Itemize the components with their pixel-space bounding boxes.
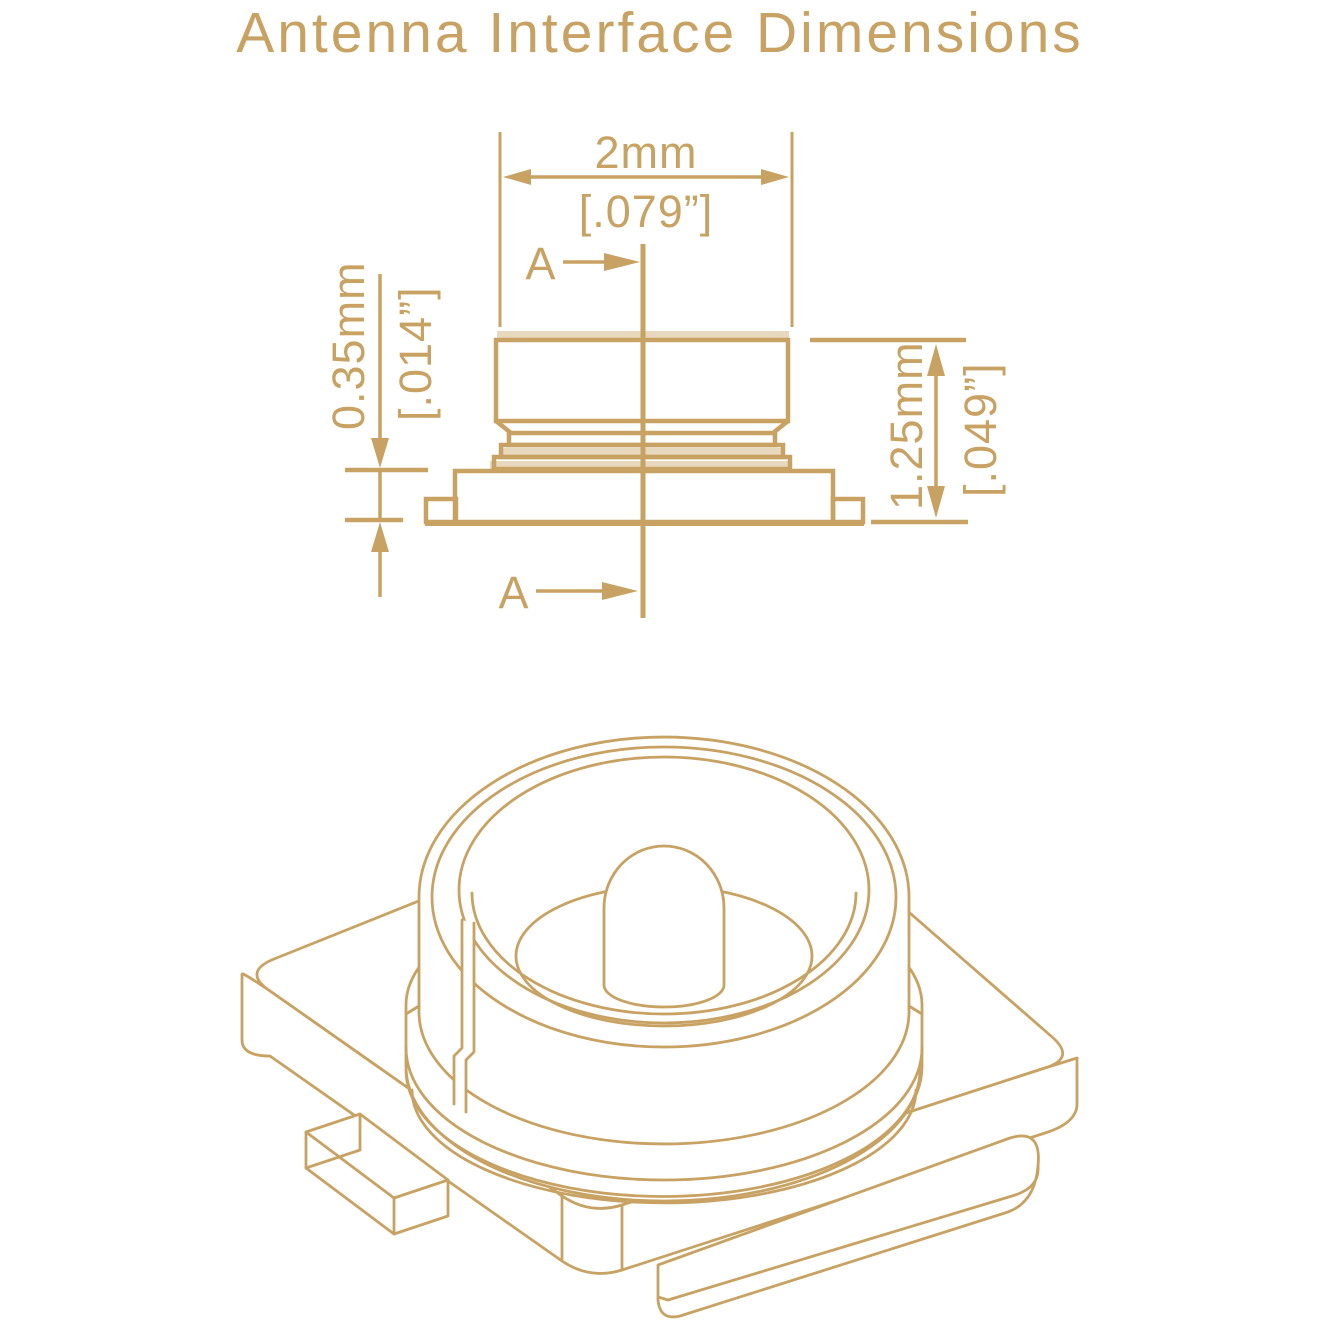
dimension-height: 1.25mm [.049”] [810, 337, 1006, 525]
dimension-stub: 0.35mm [.014”] [323, 261, 441, 597]
bar-near-top-edge [666, 1164, 1040, 1302]
dim-width-imperial: [.079”] [579, 186, 714, 237]
body-top-band [497, 331, 789, 341]
dim-stub-imperial: [.014”] [390, 286, 441, 421]
section-label-bottom: A [498, 567, 529, 618]
dim-height-imperial: [.049”] [955, 362, 1006, 497]
dim-stub-metric: 0.35mm [323, 261, 374, 430]
barrel-groove-arc [404, 1068, 922, 1198]
barrel-groove-arc [404, 1046, 924, 1182]
connector-cross-section [423, 337, 866, 526]
solder-tab-right [830, 496, 866, 525]
rim-middle-edge [430, 745, 898, 1049]
arrowhead-right-icon [761, 169, 789, 185]
section-arrowhead-icon [604, 253, 640, 271]
slit-edge [464, 921, 476, 1114]
center-pin [602, 844, 726, 1009]
dimension-width: 2mm [.079”] [498, 127, 794, 327]
arrowhead-down-icon [927, 486, 945, 518]
connector-body [493, 337, 791, 424]
bar-end-edge [656, 1295, 670, 1302]
section-marker-top: A [525, 238, 640, 289]
dim-width-metric: 2mm [595, 127, 698, 178]
arrowhead-up-icon [927, 344, 945, 376]
barrel-waist-step [404, 1004, 421, 1016]
section-arrowhead-icon [602, 582, 638, 600]
slit-edge [452, 918, 464, 1106]
socket-inner-wall-arc [470, 891, 858, 1016]
solder-lead-bar [656, 1134, 1040, 1319]
ring-band [503, 448, 783, 457]
barrel-groove-arc [410, 1088, 918, 1205]
isometric-view [240, 735, 1079, 1319]
solder-tab-left [423, 496, 459, 525]
barrel-slit [452, 918, 476, 1114]
section-label-top: A [525, 238, 556, 289]
bar-silhouette [656, 1134, 1040, 1319]
section-marker-bottom: A [498, 567, 638, 618]
arrowhead-up-icon [371, 522, 389, 552]
arrowhead-left-icon [503, 169, 531, 185]
flange-top-band [490, 461, 792, 470]
arrowhead-down-icon [371, 438, 389, 468]
solder-tab-3d [304, 1112, 450, 1236]
barrel-waist-step [907, 1004, 924, 1016]
tab-end-bottom-edge [304, 1148, 362, 1170]
dim-height-metric: 1.25mm [881, 341, 932, 510]
slit-gap [454, 920, 474, 1112]
page-title: Antenna Interface Dimensions [236, 1, 1084, 65]
side-view-section: 2mm [.079”] A A [323, 127, 1006, 618]
